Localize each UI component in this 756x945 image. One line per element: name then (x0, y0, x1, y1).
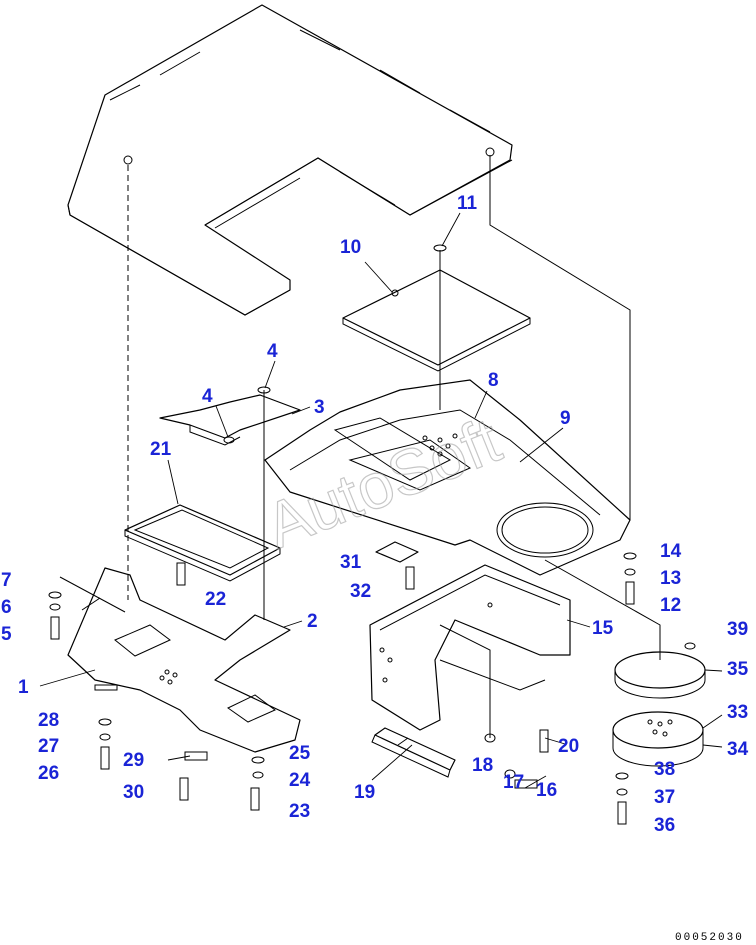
callout-9: 9 (560, 408, 571, 429)
callout-24: 24 (289, 770, 311, 791)
callout-2: 2 (307, 611, 318, 632)
callout-26: 26 (38, 763, 59, 784)
callout-4-lower: 4 (202, 386, 213, 407)
callout-20: 20 (558, 736, 579, 757)
callout-32: 32 (350, 581, 371, 602)
callout-35: 35 (727, 659, 749, 680)
rail-19 (371, 727, 456, 778)
callout-8: 8 (488, 370, 499, 391)
callout-31: 31 (340, 552, 362, 573)
callout-15: 15 (592, 618, 614, 639)
callout-4-upper: 4 (267, 341, 278, 362)
plate-10 (342, 244, 531, 372)
callout-1: 1 (18, 677, 29, 698)
frame-15 (369, 564, 571, 731)
floor-mat (67, 4, 513, 316)
callout-30: 30 (123, 782, 144, 803)
assembly-lines (59, 155, 661, 738)
callout-17: 17 (503, 772, 524, 793)
callout-10: 10 (340, 237, 361, 258)
callout-23: 23 (289, 801, 310, 822)
callout-28: 28 (38, 710, 59, 731)
leader-lines (39, 212, 723, 789)
callout-36: 36 (654, 815, 675, 836)
callout-21: 21 (150, 439, 172, 460)
filter-assembly (612, 651, 706, 767)
callout-25: 25 (289, 743, 311, 764)
callout-27: 27 (38, 736, 59, 757)
callout-3: 3 (314, 397, 325, 418)
bracket-3 (159, 386, 301, 446)
bracket-31 (375, 541, 419, 563)
callout-29: 29 (123, 750, 144, 771)
callout-33: 33 (727, 702, 748, 723)
drawing-number: 00052030 (675, 932, 744, 944)
callout-39: 39 (727, 619, 748, 640)
callout-6: 6 (1, 597, 12, 618)
callout-11: 11 (457, 193, 478, 214)
callout-14: 14 (660, 541, 682, 562)
callout-38: 38 (654, 759, 675, 780)
callout-19: 19 (354, 782, 375, 803)
callout-37: 37 (654, 787, 675, 808)
callout-7: 7 (1, 570, 12, 591)
fasteners (48, 552, 696, 825)
callouts: 10 11 8 9 4 4 3 21 22 31 32 14 13 12 7 6… (1, 193, 749, 836)
callout-22: 22 (205, 589, 226, 610)
callout-5: 5 (1, 624, 12, 645)
callout-34: 34 (727, 739, 749, 760)
cover-plate-8 (264, 379, 631, 576)
callout-13: 13 (660, 568, 681, 589)
seal-21 (124, 504, 281, 582)
callout-16: 16 (536, 780, 557, 801)
callout-12: 12 (660, 595, 681, 616)
callout-18: 18 (472, 755, 493, 776)
floor-plate-1 (67, 567, 301, 753)
